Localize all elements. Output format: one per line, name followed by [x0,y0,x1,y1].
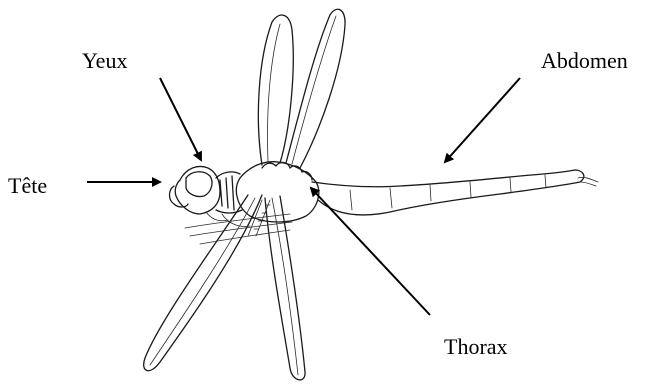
thorax-ridge [262,162,312,180]
label-head: Tête [8,173,47,198]
forewing-left [258,15,293,165]
forewing-right [286,9,345,168]
label-eyes: Yeux [82,48,127,73]
abdomen-body [312,170,584,215]
face [170,186,189,207]
forewing-left-vein [268,24,281,162]
hindwing-left [144,195,262,371]
tail-appendages [578,177,598,186]
eye [186,172,212,197]
label-thorax: Thorax [444,334,508,359]
hindwing-left-vein [150,198,255,365]
abdomen-segments [350,175,546,210]
arrow-eyes [160,78,201,160]
forewing-right-vein [292,16,336,164]
thorax-body [236,162,318,222]
dragonfly-illustration [144,9,598,380]
label-abdomen: Abdomen [541,48,628,73]
hindwing-right [265,196,305,380]
arrow-abdomen [445,78,520,162]
